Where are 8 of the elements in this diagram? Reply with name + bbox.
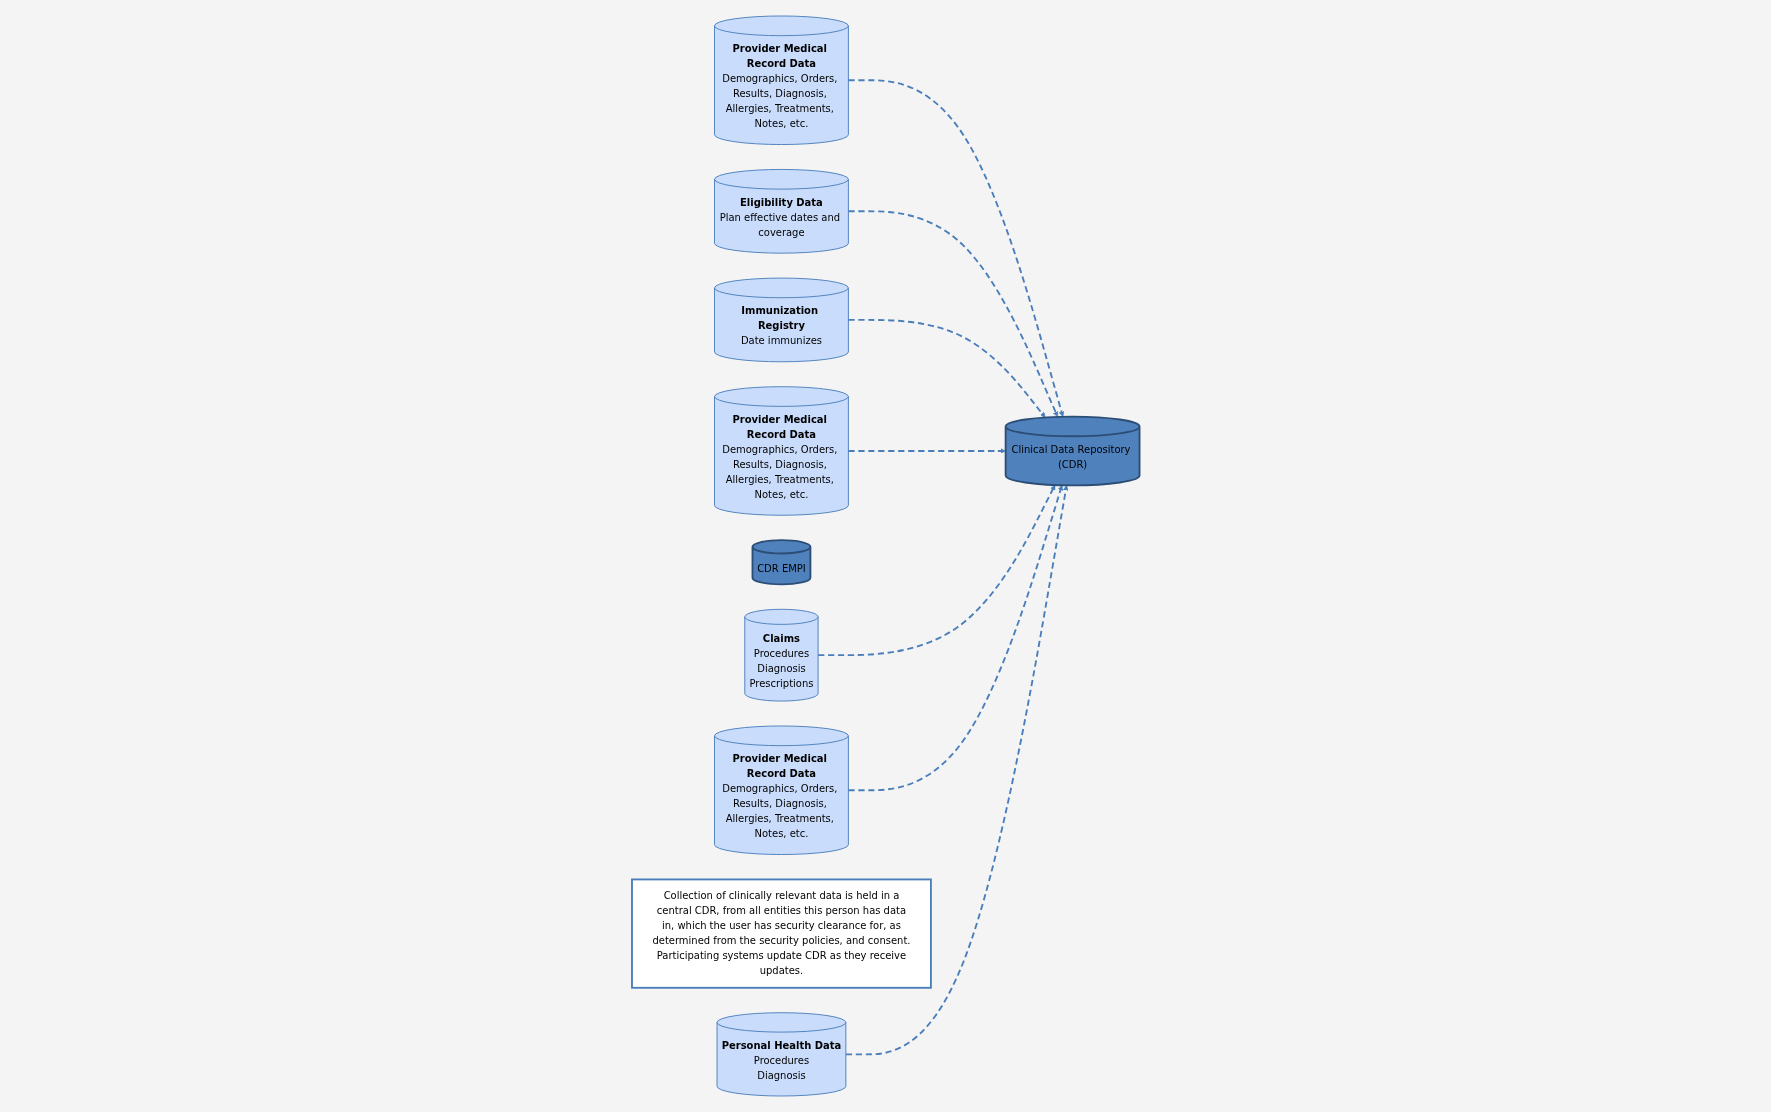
arrow bbox=[847, 319, 1046, 418]
arrow bbox=[847, 485, 1063, 792]
node-box: Collection of clinically relevant data is held in a central CDR, from all entities this person has data in, which the user has security clearance for, as determined from the security policies, and consent. Participating systems update CDR as they receive updates. bbox=[630, 878, 932, 989]
arrow bbox=[847, 210, 1058, 418]
arrow bbox=[844, 485, 1069, 1056]
arrow bbox=[816, 484, 1055, 657]
arrow bbox=[847, 79, 1064, 417]
arrow bbox=[847, 448, 1006, 454]
